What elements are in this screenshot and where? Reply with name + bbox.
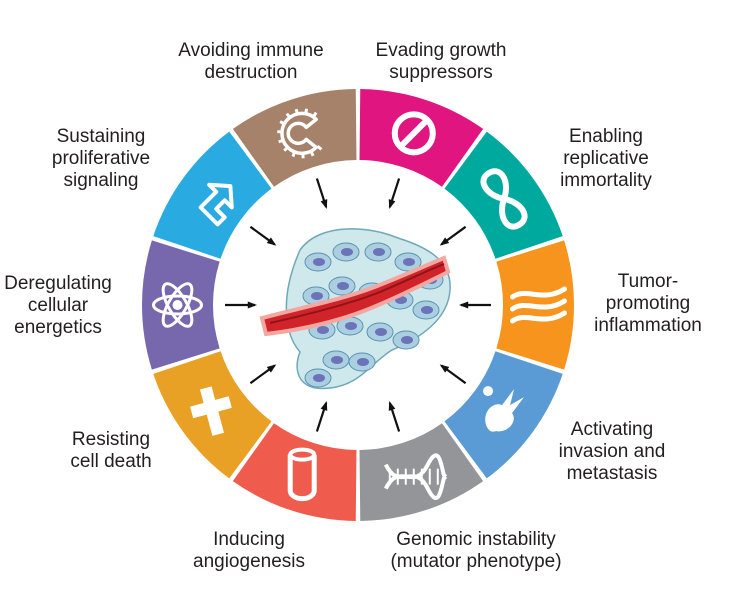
inward-arrow-icon [249, 364, 277, 385]
inward-arrow-icon [439, 364, 467, 385]
segment-suppressors [359, 89, 484, 187]
inward-arrow-icon [439, 225, 467, 246]
segment-immune [232, 89, 357, 187]
flame-icon [510, 286, 567, 324]
label-genomic-instability: Genomic instability(mutator phenotype) [390, 529, 562, 572]
blood-vessel-icon [287, 447, 317, 502]
inward-arrow-icon [388, 401, 401, 432]
upward-arrow-icon [198, 182, 234, 227]
inward-arrow-icon [459, 301, 491, 309]
dna-helix-icon [383, 453, 448, 500]
cross-icon [190, 386, 232, 436]
invading-cell-icon [483, 386, 525, 432]
infinity-icon [480, 168, 528, 230]
inward-arrow-icon [315, 178, 328, 209]
inward-arrow-icon [315, 401, 328, 432]
prohibited-icon [391, 111, 436, 156]
inward-arrow-icon [249, 225, 277, 246]
inward-arrow-icon [388, 178, 401, 209]
pac-cell-icon [277, 108, 323, 159]
tumor-tissue-icon [259, 228, 451, 390]
atom-icon [152, 282, 203, 328]
inward-arrow-icon [225, 301, 257, 309]
segment-angiogenesis [232, 423, 357, 521]
